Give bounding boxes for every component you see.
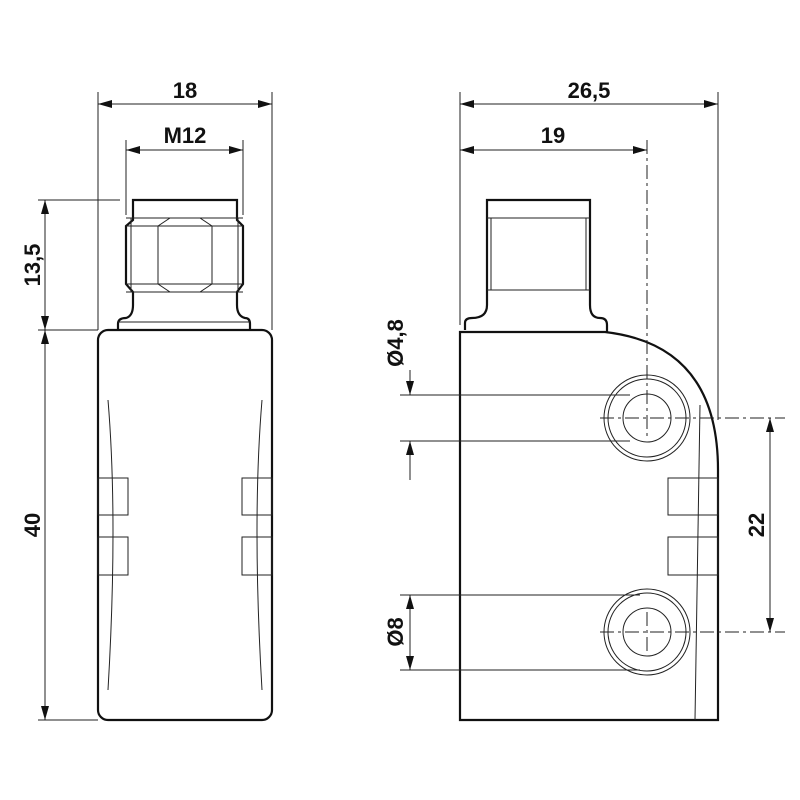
connector-height-label: 13,5 (20, 244, 45, 287)
front-extension-lines (38, 92, 273, 721)
front-body (96, 328, 274, 722)
front-tabs (97, 477, 273, 576)
hex-nut (157, 217, 213, 293)
thread-label: M12 (164, 123, 207, 148)
side-extension-lines (400, 92, 719, 671)
hole-spacing-label: 22 (744, 513, 769, 537)
depth-label: 26,5 (568, 78, 611, 103)
side-connector-details (487, 217, 590, 291)
inner-diameter-label: Ø4,8 (383, 319, 408, 367)
outer-diameter-label: Ø8 (383, 617, 408, 646)
center-lines (600, 140, 785, 652)
body-height-label: 40 (20, 513, 45, 537)
front-connector-details (118, 217, 250, 323)
side-body (458, 330, 720, 722)
front-connector (116, 198, 252, 330)
offset-label: 19 (541, 123, 565, 148)
side-view: 26,5 19 Ø4,8 Ø8 22 (383, 78, 785, 722)
side-contour (694, 404, 701, 721)
front-body-contours (107, 399, 263, 691)
front-view: 18 M12 13,5 40 (20, 78, 274, 722)
width-label: 18 (173, 78, 197, 103)
side-connector (463, 198, 609, 332)
side-tabs (667, 477, 719, 576)
